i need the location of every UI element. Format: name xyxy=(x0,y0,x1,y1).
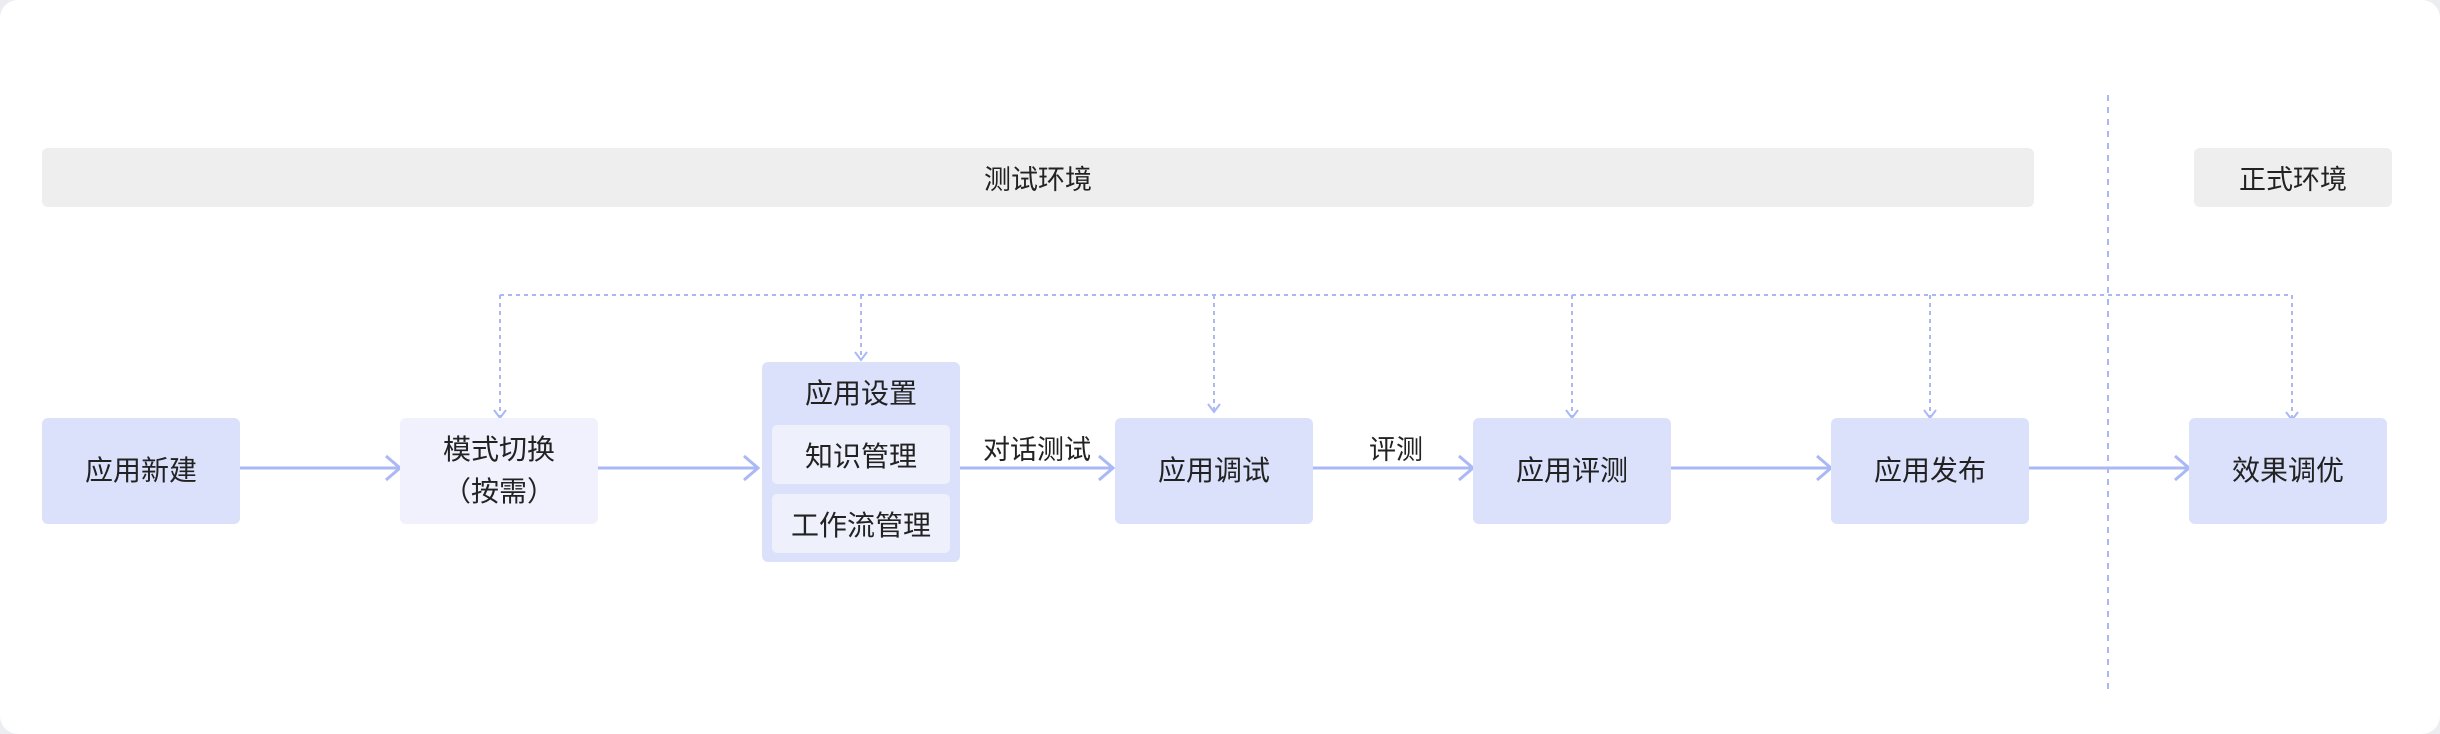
node-app-publish: 应用发布 xyxy=(1831,418,2029,524)
node-app-publish-label: 应用发布 xyxy=(1873,454,1986,487)
node-app-debug: 应用调试 xyxy=(1115,418,1313,524)
node-app-evaluate: 应用评测 xyxy=(1473,418,1671,524)
node-app-create-label: 应用新建 xyxy=(84,454,197,487)
feedback-drops xyxy=(499,295,2293,418)
node-app-settings: 应用设置 知识管理 工作流管理 xyxy=(762,362,960,562)
node-mode-switch-label: 模式切换 xyxy=(442,433,555,466)
node-app-evaluate-label: 应用评测 xyxy=(1515,454,1628,487)
node-app-settings-title: 应用设置 xyxy=(804,377,917,410)
node-mode-switch: 模式切换 （按需） xyxy=(400,418,598,524)
edge-label-chat-test: 对话测试 xyxy=(983,435,1091,466)
settings-item-workflow: 工作流管理 xyxy=(772,494,950,553)
flow-arrows xyxy=(240,454,2192,482)
node-app-debug-label: 应用调试 xyxy=(1157,454,1270,487)
node-effect-tuning-label: 效果调优 xyxy=(2231,454,2344,487)
node-app-create: 应用新建 xyxy=(42,418,240,524)
test-environment-banner: 测试环境 xyxy=(42,148,2034,207)
settings-item-knowledge: 知识管理 xyxy=(772,425,950,484)
edge-label-evaluate: 评测 xyxy=(1369,435,1423,466)
node-mode-switch-note: （按需） xyxy=(442,475,555,508)
node-effect-tuning: 效果调优 xyxy=(2189,418,2387,524)
prod-environment-banner: 正式环境 xyxy=(2194,148,2392,207)
